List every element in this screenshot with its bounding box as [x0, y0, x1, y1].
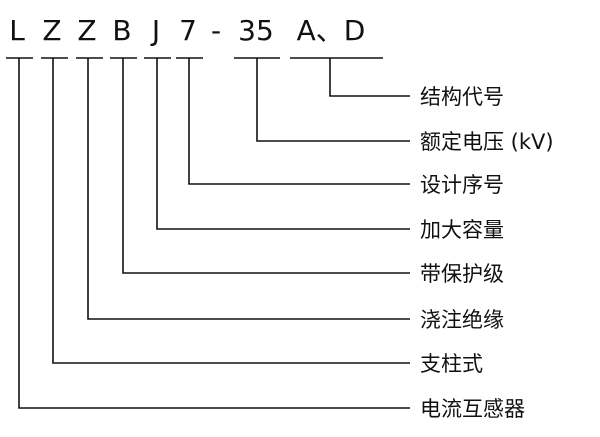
label-post-type: 支柱式	[420, 352, 483, 376]
connector-protection-class	[122, 58, 410, 274]
label-current-transformer: 电流互感器	[420, 397, 525, 421]
code-char-Z1: Z	[42, 14, 61, 47]
label-protection-class: 带保护级	[420, 262, 504, 286]
model-code: L Z Z B J 7 - 35 A、D	[9, 14, 365, 47]
code-char-B: B	[112, 14, 131, 47]
label-design-number: 设计序号	[420, 173, 504, 197]
code-char-J: J	[150, 14, 160, 47]
connector-lines	[18, 58, 410, 409]
label-rated-voltage: 额定电压 (kV)	[420, 130, 554, 154]
code-dash: -	[211, 14, 221, 47]
code-suffix: A、D	[297, 14, 366, 47]
connector-design-number	[188, 58, 410, 185]
connector-rated-voltage	[256, 58, 410, 142]
connector-increased-capacity	[156, 58, 410, 230]
code-char-L: L	[9, 14, 25, 47]
label-increased-capacity: 加大容量	[420, 218, 504, 242]
code-char-7: 7	[179, 14, 197, 47]
meaning-labels: 结构代号 额定电压 (kV) 设计序号 加大容量 带保护级 浇注绝缘 支柱式 电…	[420, 85, 554, 421]
code-voltage: 35	[238, 14, 274, 47]
connector-current-transformer	[18, 58, 410, 409]
label-structure-code: 结构代号	[420, 85, 504, 109]
label-cast-insulation: 浇注绝缘	[420, 308, 504, 332]
connector-post-type	[52, 58, 410, 364]
code-char-Z2: Z	[77, 14, 96, 47]
connector-cast-insulation	[87, 58, 410, 320]
connector-structure-code	[329, 58, 410, 97]
